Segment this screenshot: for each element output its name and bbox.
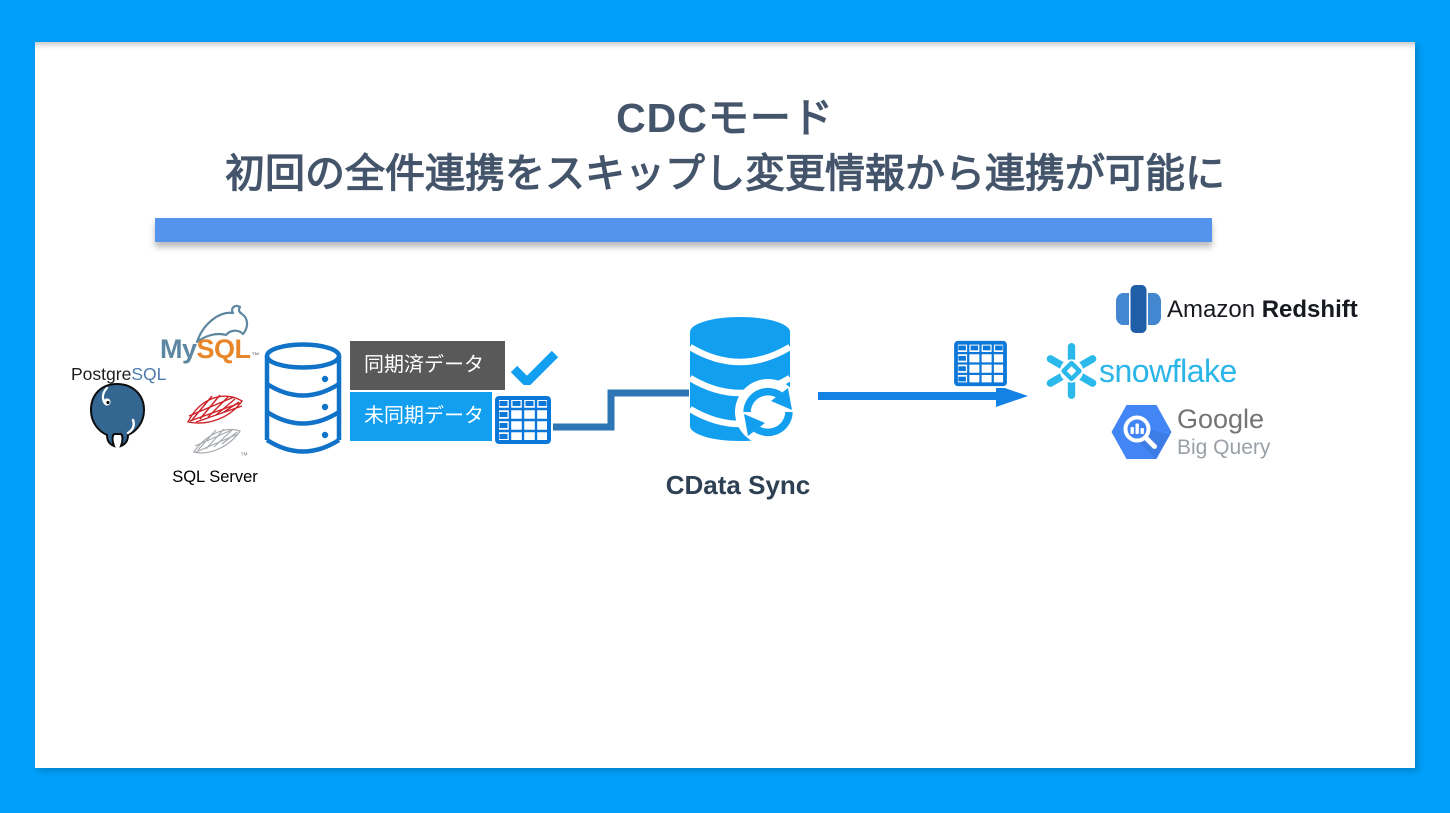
sqlserver-trademark: ™ bbox=[240, 451, 248, 460]
page-subtitle: 初回の全件連携をスキップし変更情報から連携が可能に bbox=[225, 152, 1225, 196]
postgresql-name-suffix: SQL bbox=[131, 364, 167, 384]
postgresql-name-prefix: Postgre bbox=[71, 364, 132, 384]
sqlserver-logo-icon: ™ bbox=[182, 386, 248, 462]
check-icon bbox=[510, 350, 559, 389]
table-icon bbox=[952, 339, 1009, 388]
bigquery-logo: Google Big Query bbox=[1177, 404, 1270, 461]
snowflake-logo: snowflake bbox=[1099, 353, 1237, 389]
page-title: CDCモード bbox=[616, 95, 834, 141]
flow-arrow bbox=[818, 384, 1028, 408]
unsynced-data-box: 未同期データ bbox=[350, 392, 492, 441]
bigquery-brand: Google bbox=[1177, 404, 1265, 434]
mysql-logo: MySQL™ bbox=[160, 334, 260, 365]
redshift-logo: Amazon Redshift bbox=[1167, 295, 1358, 325]
sqlserver-caption: SQL Server bbox=[172, 468, 258, 486]
postgresql-logo: PostgreSQL bbox=[71, 364, 166, 385]
redshift-brand: Amazon bbox=[1167, 296, 1256, 323]
table-icon bbox=[493, 394, 553, 446]
redshift-product: Redshift bbox=[1261, 296, 1358, 323]
redshift-icon bbox=[1115, 284, 1162, 334]
bigquery-product: Big Query bbox=[1177, 436, 1271, 459]
bigquery-icon bbox=[1110, 401, 1173, 463]
mysql-name-suffix: SQL bbox=[196, 334, 252, 364]
snowflake-icon bbox=[1043, 342, 1100, 400]
mysql-dolphin-icon bbox=[195, 304, 253, 346]
synced-data-box: 同期済データ bbox=[350, 341, 505, 390]
elbow-connector bbox=[549, 389, 689, 431]
cdata-sync-database-icon bbox=[688, 314, 818, 454]
mysql-name-prefix: My bbox=[160, 334, 197, 364]
source-database-icon bbox=[263, 342, 343, 456]
slide: CDCモード 初回の全件連携をスキップし変更情報から連携が可能に MySQL™ … bbox=[35, 42, 1415, 768]
mysql-trademark: ™ bbox=[251, 351, 260, 360]
accent-bar bbox=[155, 218, 1212, 242]
cdata-sync-label: CData Sync bbox=[665, 470, 811, 500]
postgresql-elephant-icon bbox=[87, 382, 147, 448]
